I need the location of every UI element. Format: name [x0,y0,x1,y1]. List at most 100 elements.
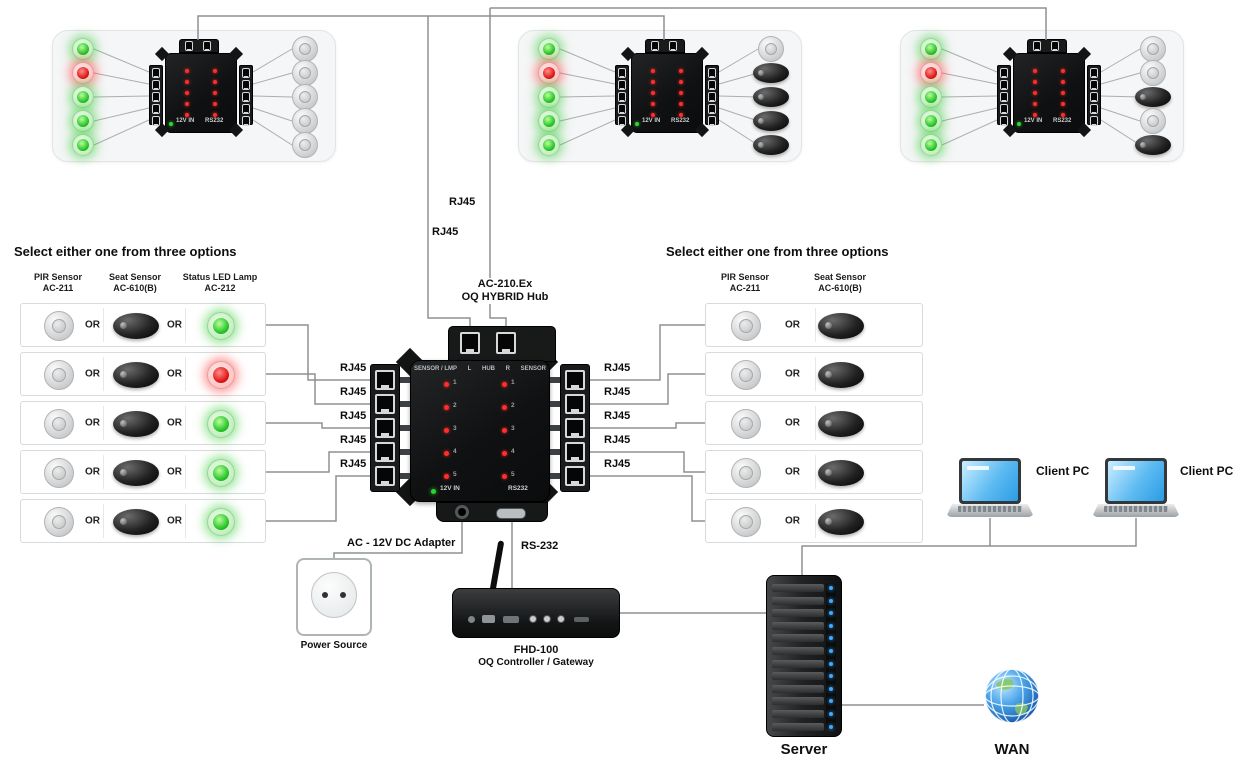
panel-wiring-lines [93,48,293,146]
status-indicator-led [679,80,683,84]
right-options-title: Select either one from three options [666,244,889,259]
hub-port-caption: L [467,366,472,372]
rj45-port [375,394,395,414]
status-indicator-led [502,428,507,433]
hub-serial-label: RS232 [671,118,690,124]
server-led [829,724,833,729]
rj45-port [708,80,716,90]
sensor-option-row: OR OR [20,352,266,396]
rj45-port [669,41,677,51]
or-label: OR [85,417,100,429]
status-led-lamp [920,62,942,84]
status-led-lamp [538,38,560,60]
cell-divider [815,455,816,489]
cell-divider [103,406,104,440]
pir-sensor [731,458,761,488]
rj45-port [1000,92,1008,102]
cable-label-rj45: RJ45 [602,434,633,447]
cable-label-rj45: RJ45 [338,410,369,423]
or-label: OR [167,319,182,331]
seat-sensor [1135,87,1171,107]
status-indicator-led [1033,91,1037,95]
rj45-port [242,92,250,102]
seat-sensor [818,362,864,388]
server-slat [772,621,824,630]
rj45-port [375,442,395,462]
rj45-port [618,68,626,78]
adapter-label: AC - 12V DC Adapter [345,537,458,550]
pir-sensor [44,311,74,341]
pir-sensor [44,360,74,390]
hub-power-led [635,122,639,126]
status-indicator-led [185,102,189,106]
cable [590,373,705,405]
hub-port-caption: SENSOR / LMP [414,366,458,372]
server-slat [772,722,824,731]
status-indicator-led [679,91,683,95]
seat-sensor [818,313,864,339]
rj45-port [1000,68,1008,78]
or-label: OR [785,368,800,380]
sensor-option-row: OR [705,303,923,347]
cable [266,422,370,429]
rj45-port [242,104,250,114]
status-indicator-led [185,80,189,84]
controller-role-label: OQ Controller / Gateway [478,657,594,668]
cell-divider [103,455,104,489]
rj45-port [152,116,160,126]
status-indicator-led [213,91,217,95]
seat-sensor [753,63,789,83]
hub-port-caption: HUB [482,366,495,372]
av-jack [543,615,551,623]
status-indicator-led [444,451,449,456]
server-slat [772,647,824,655]
sensor-option-row: OR OR [20,303,266,347]
status-led-lamp [920,110,942,132]
status-indicator-led [1033,113,1037,117]
hub-port-caption: R [505,366,510,372]
rj45-port [152,104,160,114]
pir-sensor [292,60,318,86]
pir-sensor [292,36,318,62]
pir-sensor [731,311,761,341]
port-connector [550,401,560,407]
cell-divider [185,504,186,538]
hub-power-jack [455,505,469,519]
or-label: OR [167,515,182,527]
panel-wiring-lines [941,48,1141,146]
rj45-port [496,332,516,354]
rj45-port [618,92,626,102]
port-connector [400,473,410,479]
hub-power-led [431,489,436,494]
server-led [829,686,833,691]
or-label: OR [785,417,800,429]
or-label: OR [785,515,800,527]
rj45-port [185,41,193,51]
status-indicator-led [213,69,217,73]
status-indicator-led [679,102,683,106]
room-cluster-panel: 12V IN RS232 [900,30,1184,162]
hub-power-label: 12V IN [176,118,195,124]
sensor-option-row: OR OR [20,450,266,494]
status-led-lamp [538,110,560,132]
rj45-port [242,80,250,90]
rj45-port [708,116,716,126]
rj45-port [1000,116,1008,126]
rj45-port [242,68,250,78]
cable [266,373,370,405]
cable [266,475,370,522]
status-led-lamp [538,62,560,84]
rj45-port [203,41,211,51]
rj45-port [1000,80,1008,90]
room-cluster-panel: 12V IN RS232 [52,30,336,162]
status-led-lamp [207,410,235,438]
status-indicator-led [502,405,507,410]
led-number: 5 [453,471,457,478]
status-indicator-led [651,80,655,84]
cable [490,7,1047,40]
laptop-icon [1092,458,1180,518]
